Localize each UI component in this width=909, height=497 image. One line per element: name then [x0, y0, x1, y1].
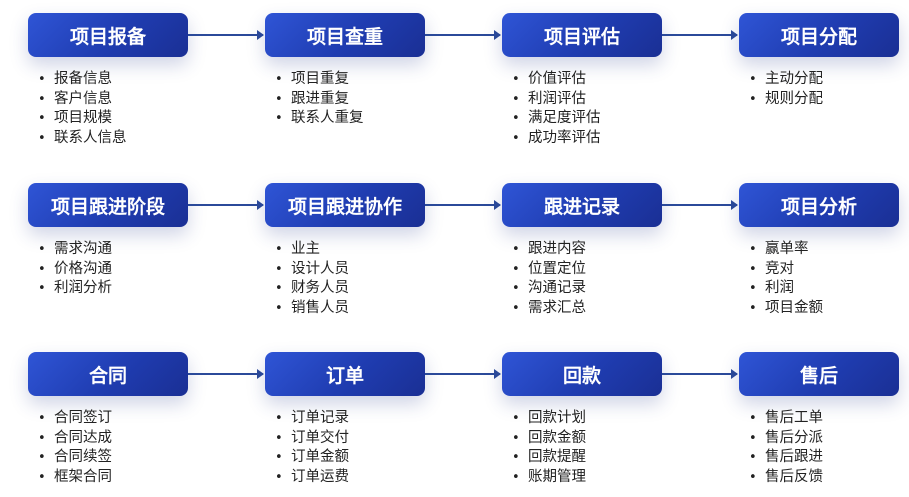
list-item: 订单记录: [275, 409, 349, 429]
list-item: 售后反馈: [749, 468, 823, 488]
list-item: 主动分配: [749, 70, 823, 90]
list-item: 利润评估: [512, 90, 601, 110]
step-box: 项目分析: [739, 183, 899, 227]
list-item: 报备信息: [38, 70, 127, 90]
list-item: 订单运费: [275, 468, 349, 488]
step-detail-list: 售后工单售后分派售后跟进售后反馈: [749, 409, 823, 487]
list-item: 跟进重复: [275, 90, 364, 110]
step-detail-list: 项目重复跟进重复联系人重复: [275, 70, 364, 129]
list-item: 售后分派: [749, 429, 823, 449]
arrow-right-icon: [188, 30, 264, 40]
step-box: 项目分配: [739, 13, 899, 57]
step-detail-list: 主动分配规则分配: [749, 70, 823, 109]
arrow-right-icon: [662, 369, 738, 379]
list-item: 框架合同: [38, 468, 112, 488]
list-item: 财务人员: [275, 279, 349, 299]
arrow-right-icon: [188, 369, 264, 379]
list-item: 竞对: [749, 260, 823, 280]
list-item: 满足度评估: [512, 109, 601, 129]
list-item: 需求汇总: [512, 299, 586, 319]
arrow-right-icon: [425, 369, 501, 379]
arrow-right-icon: [188, 200, 264, 210]
step-box: 回款: [502, 352, 662, 396]
arrow-right-icon: [662, 200, 738, 210]
step-box: 项目跟进阶段: [28, 183, 188, 227]
list-item: 设计人员: [275, 260, 349, 280]
step-detail-list: 合同签订合同达成合同续签框架合同: [38, 409, 112, 487]
list-item: 回款提醒: [512, 448, 586, 468]
list-item: 成功率评估: [512, 129, 601, 149]
list-item: 项目重复: [275, 70, 364, 90]
list-item: 业主: [275, 240, 349, 260]
step-box: 订单: [265, 352, 425, 396]
list-item: 价格沟通: [38, 260, 112, 280]
list-item: 合同达成: [38, 429, 112, 449]
list-item: 账期管理: [512, 468, 586, 488]
list-item: 售后工单: [749, 409, 823, 429]
step-box: 项目查重: [265, 13, 425, 57]
list-item: 订单金额: [275, 448, 349, 468]
step-detail-list: 订单记录订单交付订单金额订单运费: [275, 409, 349, 487]
list-item: 价值评估: [512, 70, 601, 90]
list-item: 联系人信息: [38, 129, 127, 149]
list-item: 回款金额: [512, 429, 586, 449]
list-item: 联系人重复: [275, 109, 364, 129]
step-detail-list: 价值评估利润评估满足度评估成功率评估: [512, 70, 601, 148]
list-item: 客户信息: [38, 90, 127, 110]
list-item: 项目金额: [749, 299, 823, 319]
list-item: 销售人员: [275, 299, 349, 319]
list-item: 利润分析: [38, 279, 112, 299]
list-item: 合同续签: [38, 448, 112, 468]
list-item: 赢单率: [749, 240, 823, 260]
step-detail-list: 需求沟通价格沟通利润分析: [38, 240, 112, 299]
step-detail-list: 回款计划回款金额回款提醒账期管理: [512, 409, 586, 487]
step-detail-list: 跟进内容位置定位沟通记录需求汇总: [512, 240, 586, 318]
step-box: 售后: [739, 352, 899, 396]
step-box: 项目报备: [28, 13, 188, 57]
list-item: 回款计划: [512, 409, 586, 429]
step-detail-list: 报备信息客户信息项目规模联系人信息: [38, 70, 127, 148]
list-item: 规则分配: [749, 90, 823, 110]
step-detail-list: 赢单率竞对利润项目金额: [749, 240, 823, 318]
list-item: 合同签订: [38, 409, 112, 429]
step-box: 跟进记录: [502, 183, 662, 227]
step-box: 合同: [28, 352, 188, 396]
arrow-right-icon: [662, 30, 738, 40]
arrow-right-icon: [425, 30, 501, 40]
list-item: 售后跟进: [749, 448, 823, 468]
list-item: 跟进内容: [512, 240, 586, 260]
step-box: 项目跟进协作: [265, 183, 425, 227]
step-box: 项目评估: [502, 13, 662, 57]
list-item: 项目规模: [38, 109, 127, 129]
list-item: 利润: [749, 279, 823, 299]
list-item: 订单交付: [275, 429, 349, 449]
step-detail-list: 业主设计人员财务人员销售人员: [275, 240, 349, 318]
list-item: 需求沟通: [38, 240, 112, 260]
list-item: 沟通记录: [512, 279, 586, 299]
arrow-right-icon: [425, 200, 501, 210]
list-item: 位置定位: [512, 260, 586, 280]
